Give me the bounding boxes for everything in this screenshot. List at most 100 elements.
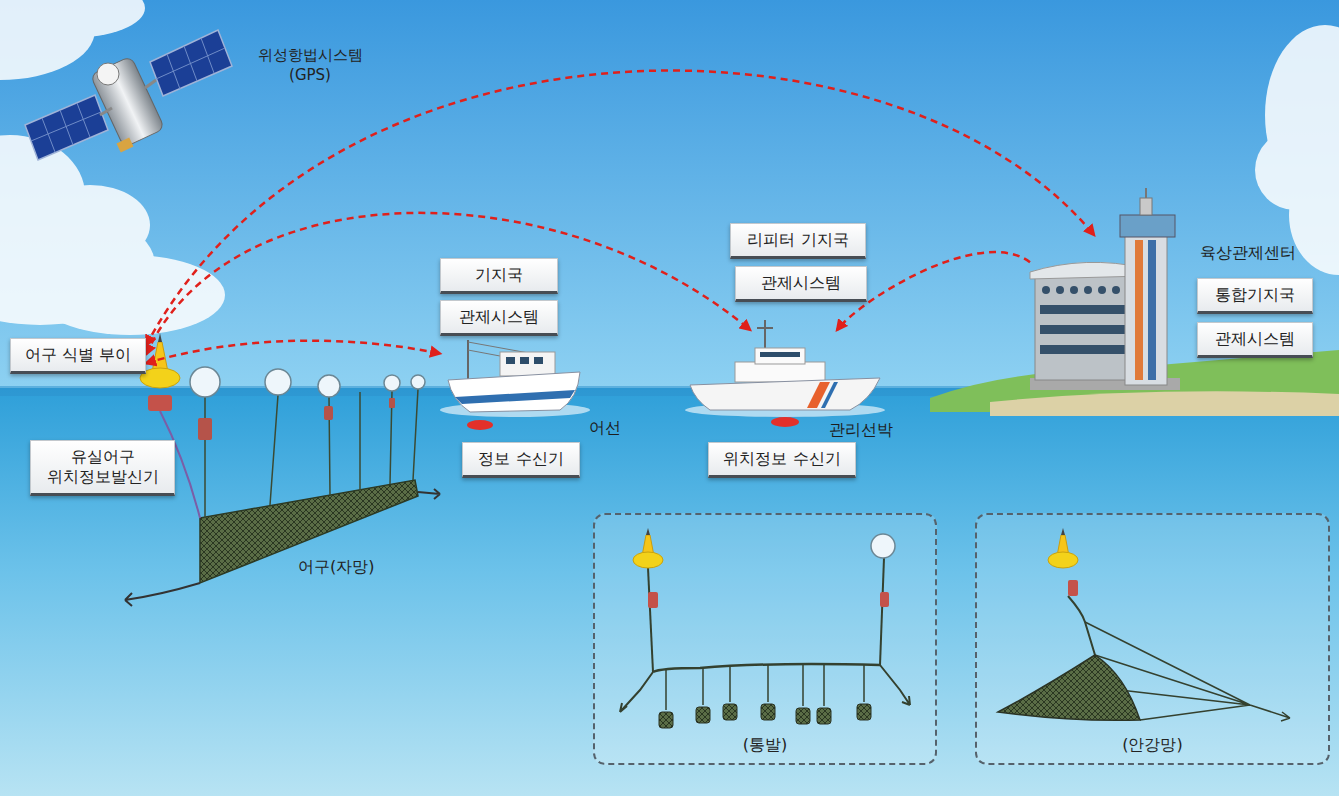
patrol-ship <box>760 352 800 357</box>
node-text: 위치정보 수신기 <box>723 449 841 469</box>
satellite <box>156 38 225 89</box>
node-text: 어구 식별 부이 <box>25 345 131 365</box>
clouds <box>35 255 225 335</box>
gillnet <box>205 389 418 518</box>
gear-inset: (통발) <box>593 513 937 765</box>
pot-trap-inset <box>817 708 831 724</box>
control-center-building <box>1112 286 1120 294</box>
pot-trap-inset <box>620 672 653 712</box>
satellite <box>117 138 134 153</box>
node-text: (안강망) <box>1122 735 1182 755</box>
pot-trap-inset <box>646 528 650 535</box>
node-text: 육상관제센터 <box>1200 243 1296 263</box>
component-box: 관제시스템 <box>440 300 558 336</box>
pot-trap-inset <box>880 592 889 607</box>
sea-ground <box>0 388 1339 796</box>
gear-inset: (안강망) <box>975 513 1330 765</box>
pot-trap-inset <box>880 558 884 665</box>
vessel-region: 관리선박 <box>688 330 895 440</box>
patrol-ship <box>771 417 799 427</box>
satellite <box>25 95 108 160</box>
pot-trap-inset <box>633 552 663 568</box>
sky-ground <box>0 0 1339 396</box>
node-text: 통합기지국 <box>1212 285 1298 305</box>
gillnet <box>418 489 440 499</box>
patrol-ship <box>764 320 766 348</box>
satellite <box>145 80 156 88</box>
control-center-building <box>1042 286 1050 294</box>
component-box: 관제시스템 <box>1197 322 1313 358</box>
patrol-ship <box>821 382 838 408</box>
fishing-boat <box>448 372 580 412</box>
pot-trap-inset <box>666 665 864 710</box>
pot-trap-inset <box>796 708 810 724</box>
component-box: 리피터 기지국 <box>730 223 866 259</box>
patrol-ship <box>690 378 880 410</box>
node-text: 정보 수신기 <box>477 449 565 469</box>
clouds <box>0 0 145 38</box>
patrol-ship <box>757 327 773 329</box>
fishing-boat <box>467 420 493 430</box>
satellite <box>90 56 165 148</box>
node-text: 관제시스템 <box>1212 329 1298 349</box>
node-text: 리피터 기지국 <box>745 230 851 250</box>
center-region: 육상관제센터통합기지국관제시스템 <box>1030 235 1335 395</box>
fishing-boat <box>506 357 515 364</box>
control-center-building <box>1070 286 1078 294</box>
pot-trap-inset <box>593 513 937 765</box>
control-center-building <box>1040 305 1135 314</box>
stow-net-inset <box>975 513 1330 765</box>
land <box>990 391 1339 416</box>
patrol-ship <box>685 320 885 427</box>
satellite <box>150 30 232 96</box>
node-text: 어선 <box>589 418 621 438</box>
node-text: 관리선박 <box>829 420 893 440</box>
pot-trap-inset <box>723 704 737 720</box>
fishing-boat <box>534 357 543 364</box>
component-box: 통합기지국 <box>1197 278 1313 314</box>
gillnet <box>125 583 200 606</box>
control-center-building <box>1030 188 1180 390</box>
satellite <box>97 63 119 85</box>
gear-label: 어구(자망) <box>298 557 374 578</box>
gillnet <box>318 375 340 397</box>
signal-arrow <box>146 71 1094 346</box>
gillnet <box>200 480 418 583</box>
node-text: (통발) <box>743 735 787 755</box>
signal-arrow <box>146 213 750 354</box>
control-center-building <box>1040 325 1135 334</box>
patrol-ship <box>755 348 805 364</box>
gillnet <box>411 375 425 389</box>
component-box: 위치정보 수신기 <box>708 442 856 478</box>
stow-net-inset <box>1061 528 1065 535</box>
control-center-building <box>1145 188 1147 198</box>
control-center-building <box>1056 286 1064 294</box>
patrol-ship <box>735 362 825 382</box>
control-center-building <box>1148 240 1156 380</box>
buoy <box>148 395 172 411</box>
component-box: 유실어구 위치정보발신기 <box>30 440 175 496</box>
control-center-building <box>1084 286 1092 294</box>
node-text: 기지국 <box>455 265 543 285</box>
sky-ground <box>0 0 1339 396</box>
clouds <box>1289 155 1339 275</box>
stow-net-inset <box>1048 552 1078 568</box>
component-box: 정보 수신기 <box>462 442 580 478</box>
sea-ground <box>0 386 1339 796</box>
node-text: 유실어구 위치정보발신기 <box>45 447 160 487</box>
control-center-building <box>1125 230 1167 385</box>
component-box: 관제시스템 <box>735 266 867 302</box>
satellite <box>25 30 232 160</box>
control-center-building <box>1035 272 1140 380</box>
node-text: 관제시스템 <box>750 273 852 293</box>
satellite <box>31 103 101 152</box>
control-center-building <box>1120 215 1175 237</box>
control-center-building <box>1040 345 1135 354</box>
system-label: 위성항법시스템 (GPS) <box>245 46 375 85</box>
pot-trap-inset <box>871 534 895 558</box>
gillnet <box>324 406 333 420</box>
gillnet <box>190 367 220 397</box>
